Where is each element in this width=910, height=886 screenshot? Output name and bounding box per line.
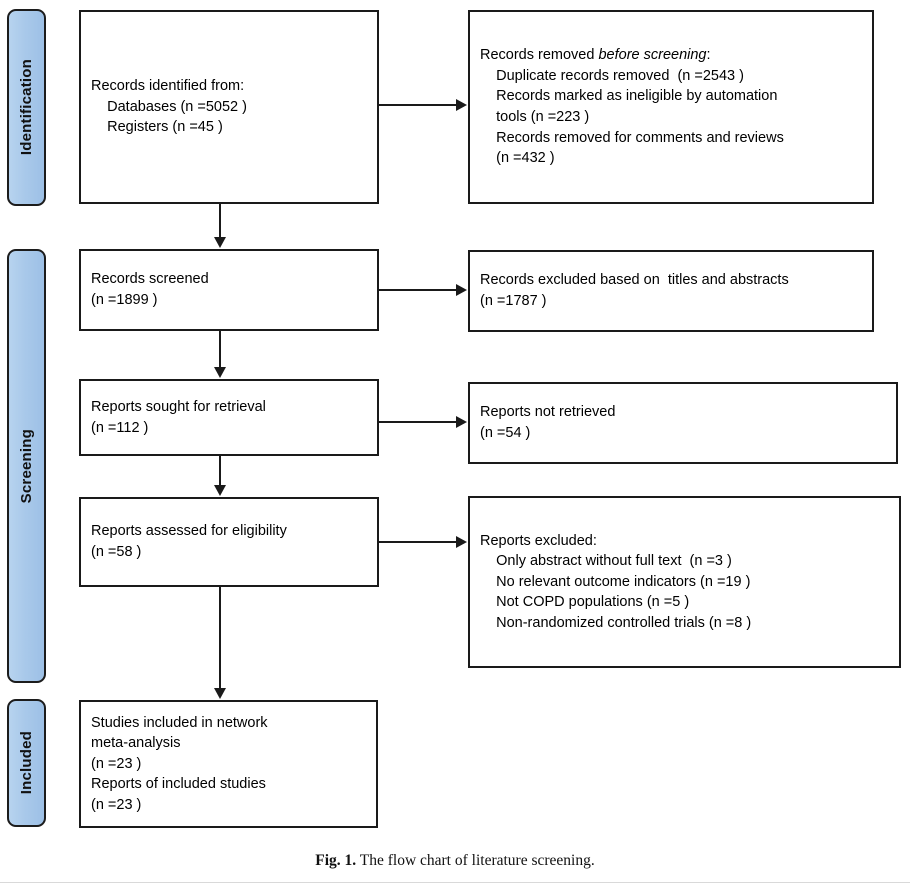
box-reports-excluded: Reports excluded: Only abstract without … [468, 496, 901, 668]
stage-tab-screening: Screening [7, 249, 46, 683]
box-records-excluded-titles-abstracts: Records excluded based on titles and abs… [468, 250, 874, 332]
arrow-down-icon [214, 688, 226, 699]
records-removed-lead-tail: : [706, 47, 711, 64]
box-reports-sought-for-retrieval-text: Reports sought for retrieval (n =112 ) [91, 398, 266, 436]
box-studies-included: Studies included in network meta-analysi… [79, 700, 378, 828]
box-records-excluded-titles-abstracts-text: Records excluded based on titles and abs… [480, 272, 789, 309]
box-records-removed-before-screening-text: Records removed before screening: Duplic… [470, 45, 872, 168]
figure-caption-text: The flow chart of literature screening. [356, 852, 595, 869]
connector-sought-to-not-retrieved [379, 421, 457, 423]
box-records-identified: Records identified from: Databases (n =5… [79, 10, 379, 204]
box-reports-assessed-for-eligibility-text: Reports assessed for eligibility (n =58 … [91, 523, 287, 560]
arrow-right-icon [456, 99, 467, 111]
connector-assessed-to-reports-excluded [379, 541, 457, 543]
arrow-down-icon [214, 485, 226, 496]
connector-identified-to-removed [379, 104, 457, 106]
records-removed-lead-italic: before screening [598, 47, 707, 64]
arrow-down-icon [214, 367, 226, 378]
connector-assessed-to-included [219, 587, 221, 689]
stage-tab-identification-label: Identification [18, 59, 35, 156]
bottom-divider [0, 882, 910, 883]
connector-screened-to-sought [219, 331, 221, 368]
box-reports-sought-for-retrieval: Reports sought for retrieval (n =112 ) [79, 379, 379, 456]
arrow-right-icon [456, 284, 467, 296]
records-removed-body: Duplicate records removed (n =2543 ) Rec… [496, 67, 784, 167]
box-records-screened-text: Records screened (n =1899 ) [91, 271, 209, 308]
box-reports-excluded-text: Reports excluded: Only abstract without … [480, 532, 752, 631]
arrow-right-icon [456, 416, 467, 428]
arrow-down-icon [214, 237, 226, 248]
box-records-identified-text: Records identified from: Databases (n =5… [91, 78, 247, 136]
box-records-screened: Records screened (n =1899 ) [79, 249, 379, 331]
stage-tab-included: Included [7, 699, 46, 827]
connector-sought-to-assessed [219, 456, 221, 486]
box-records-removed-before-screening: Records removed before screening: Duplic… [468, 10, 874, 204]
box-reports-assessed-for-eligibility: Reports assessed for eligibility (n =58 … [79, 497, 379, 587]
stage-tab-screening-label: Screening [18, 428, 35, 504]
figure-caption: Fig. 1. The flow chart of literature scr… [0, 852, 910, 870]
figure-caption-label: Fig. 1. [315, 852, 357, 869]
arrow-right-icon [456, 536, 467, 548]
records-removed-lead: Records removed [480, 47, 599, 64]
connector-screened-to-excluded [379, 289, 457, 291]
stage-tab-identification: Identification [7, 9, 46, 206]
box-reports-not-retrieved-text: Reports not retrieved (n =54 ) [480, 404, 616, 441]
box-studies-included-text: Studies included in network meta-analysi… [91, 714, 268, 813]
stage-tab-included-label: Included [18, 731, 35, 795]
connector-identified-to-screened [219, 204, 221, 238]
box-reports-not-retrieved: Reports not retrieved (n =54 ) [468, 382, 898, 464]
